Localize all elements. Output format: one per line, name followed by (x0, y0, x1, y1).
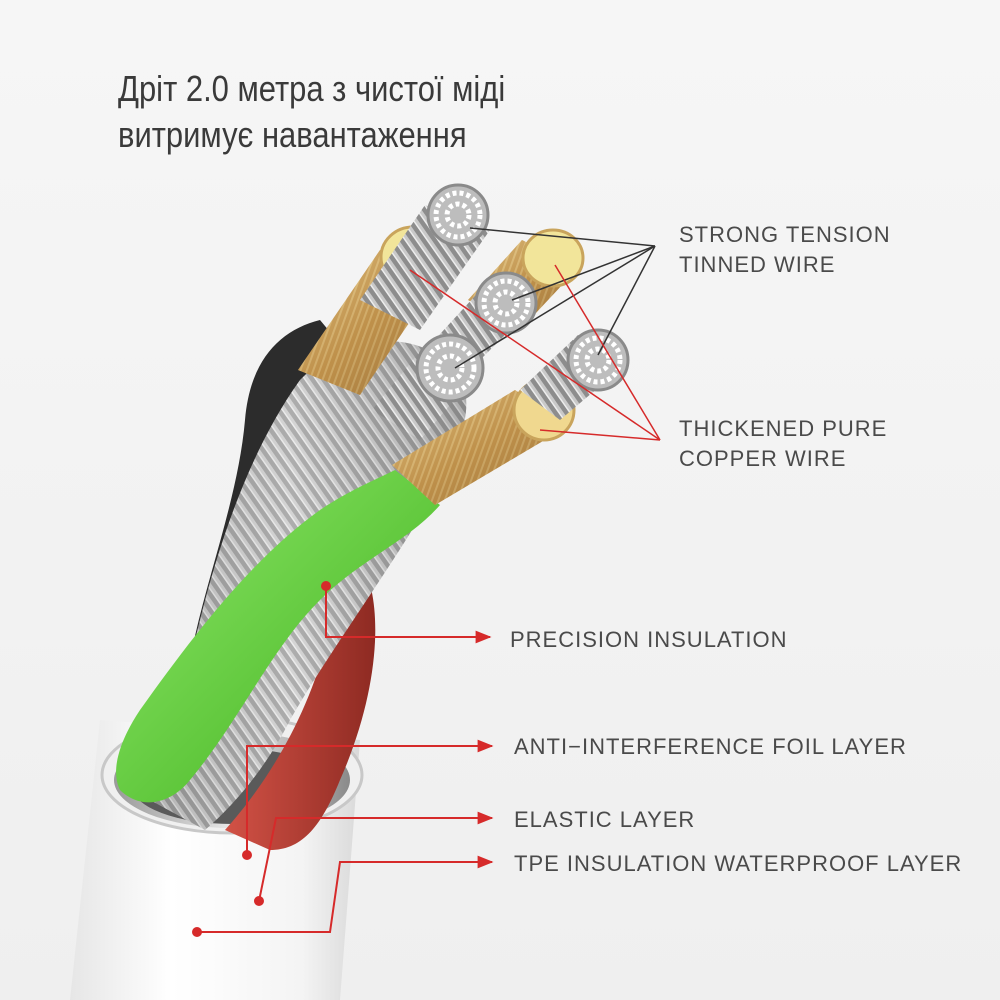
callout-line-foil (246, 739, 494, 855)
label-thickened-copper-wire: THICKENED PURE COPPER WIRE (679, 414, 887, 474)
copper-end-mid (521, 228, 585, 288)
label-tpe-insulation: TPE INSULATION WATERPROOF LAYER (514, 851, 963, 876)
tinned-strand-end-top (426, 183, 490, 247)
page-title: Дріт 2.0 метра з чистої міді витримує на… (118, 68, 506, 155)
label-anti-interference-foil: ANTI−INTERFERENCE FOIL LAYER (514, 734, 907, 759)
label-line: THICKENED PURE (679, 416, 888, 441)
callout-line-tpe (197, 855, 494, 933)
label-line: TINNED WIRE (679, 252, 836, 277)
label-line: STRONG TENSION (679, 222, 891, 247)
label-strong-tension-wire: STRONG TENSION TINNED WIRE (679, 220, 891, 280)
callout-line-elastic (258, 811, 494, 902)
label-elastic-layer: ELASTIC LAYER (514, 807, 696, 832)
label-line: COPPER WIRE (679, 446, 847, 471)
callout-line-precision (325, 586, 492, 644)
tinned-wire-pointer-lines (454, 227, 656, 369)
label-precision-insulation: PRECISION INSULATION (510, 627, 788, 652)
green-wire (116, 470, 440, 803)
copper-wire-pointer-lines (409, 264, 661, 441)
